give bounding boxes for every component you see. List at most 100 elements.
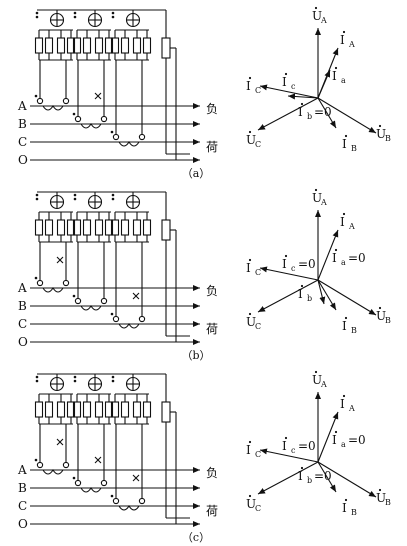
line-b-label: B xyxy=(18,117,27,131)
meter-element-2 xyxy=(72,10,114,129)
label-ub-subscript: B xyxy=(385,316,391,325)
phasor-ic-small xyxy=(287,93,319,100)
resistor-icon xyxy=(34,37,44,54)
polarity-dot-icon xyxy=(111,15,115,19)
polarity-dot-icon xyxy=(73,15,77,19)
label-ia-small-subscript: a xyxy=(341,258,346,267)
label-ia-small-value: =0 xyxy=(348,433,366,447)
resistor-icon xyxy=(82,401,92,418)
label-ic-small-letter: I xyxy=(282,257,287,271)
phasor-ub xyxy=(317,279,377,316)
polarity-dot-icon xyxy=(73,193,77,197)
line-b: B xyxy=(18,117,200,131)
label-ub-dot xyxy=(378,306,382,310)
label-ia-big-subscript: A xyxy=(348,222,355,231)
resistor-icon xyxy=(56,401,66,418)
current-coil-icon xyxy=(42,104,64,111)
terminal-icon xyxy=(36,279,44,287)
polarity-dot-icon xyxy=(111,375,115,379)
label-ua-letter: U xyxy=(312,373,322,387)
label-ua: UA xyxy=(312,188,327,207)
resistor-icon xyxy=(120,219,130,236)
label-ib-small-subscript: b xyxy=(307,294,312,303)
label-uc: UC xyxy=(246,494,261,513)
label-uc: UC xyxy=(246,130,261,149)
label-ic-small-letter: I xyxy=(282,75,287,89)
line-o: O xyxy=(18,335,200,349)
phasor-ib-big xyxy=(317,97,337,129)
line-c: C xyxy=(18,317,200,331)
resistor-icon xyxy=(132,37,142,54)
terminal-icon xyxy=(100,479,108,487)
open-mark-icon xyxy=(132,474,140,482)
resistor-icon xyxy=(120,401,130,418)
meter-element-1 xyxy=(34,10,76,111)
load-label-top: 负 xyxy=(206,284,218,298)
resistor-icon xyxy=(142,219,152,236)
label-ic-big-dot xyxy=(248,258,252,262)
label-ua-letter: U xyxy=(312,9,322,23)
label-ia-small-letter: I xyxy=(332,251,337,265)
label-ua-subscript: A xyxy=(320,16,327,25)
polarity-dot-icon xyxy=(35,193,39,197)
label-ib-big-dot xyxy=(344,316,348,320)
resistor-icon xyxy=(34,219,44,236)
label-ib-small-subscript: b xyxy=(307,476,312,485)
polarity-dot-icon xyxy=(73,11,77,15)
phasor-uc xyxy=(257,97,319,131)
caption-a: （a） xyxy=(182,167,211,180)
polarity-dot-icon xyxy=(34,94,38,98)
label-ic-small-value: =0 xyxy=(298,439,316,453)
label-uc-letter: U xyxy=(246,497,256,511)
resistor-icon xyxy=(142,401,152,418)
polarity-dot-icon xyxy=(110,312,114,316)
label-ua-subscript: A xyxy=(320,198,327,207)
resistor-icon xyxy=(132,219,142,236)
terminal-icon xyxy=(100,297,108,305)
label-ic-big-subscript: C xyxy=(255,450,261,459)
meter-element-1 xyxy=(34,192,76,293)
resistor-icon xyxy=(44,401,54,418)
phasor-ib-big xyxy=(317,461,337,493)
line-a-label: A xyxy=(17,281,27,295)
label-ia-small-dot xyxy=(334,430,338,434)
resistor-icon xyxy=(161,401,171,423)
label-ib-small-letter: I xyxy=(298,105,303,119)
current-coil-icon xyxy=(80,122,102,129)
polarity-dot-icon xyxy=(34,458,38,462)
current-coil-icon xyxy=(42,286,64,293)
resistor-icon xyxy=(120,37,130,54)
polarity-dot-icon xyxy=(35,379,39,383)
resistor-icon xyxy=(82,37,92,54)
phasor-ub xyxy=(317,97,377,134)
label-ib-big-dot xyxy=(344,498,348,502)
line-o-label: O xyxy=(18,335,28,349)
terminal-icon xyxy=(112,133,120,141)
label-ib-big-dot xyxy=(344,134,348,138)
meter-element-3 xyxy=(110,10,152,147)
label-ia-small-value: =0 xyxy=(348,251,366,265)
line-o-label: O xyxy=(18,517,28,531)
meter-element-3 xyxy=(110,192,152,329)
polarity-dot-icon xyxy=(35,375,39,379)
label-ib-small-dot xyxy=(300,284,304,288)
label-ic-big-dot xyxy=(248,440,252,444)
terminal-icon xyxy=(74,479,82,487)
open-mark-icon xyxy=(132,292,140,300)
resistor-icon xyxy=(142,37,152,54)
label-ic-big-subscript: C xyxy=(255,268,261,277)
label-ua-dot xyxy=(314,188,318,192)
label-uc-subscript: C xyxy=(255,322,261,331)
polarity-dot-icon xyxy=(72,294,76,298)
